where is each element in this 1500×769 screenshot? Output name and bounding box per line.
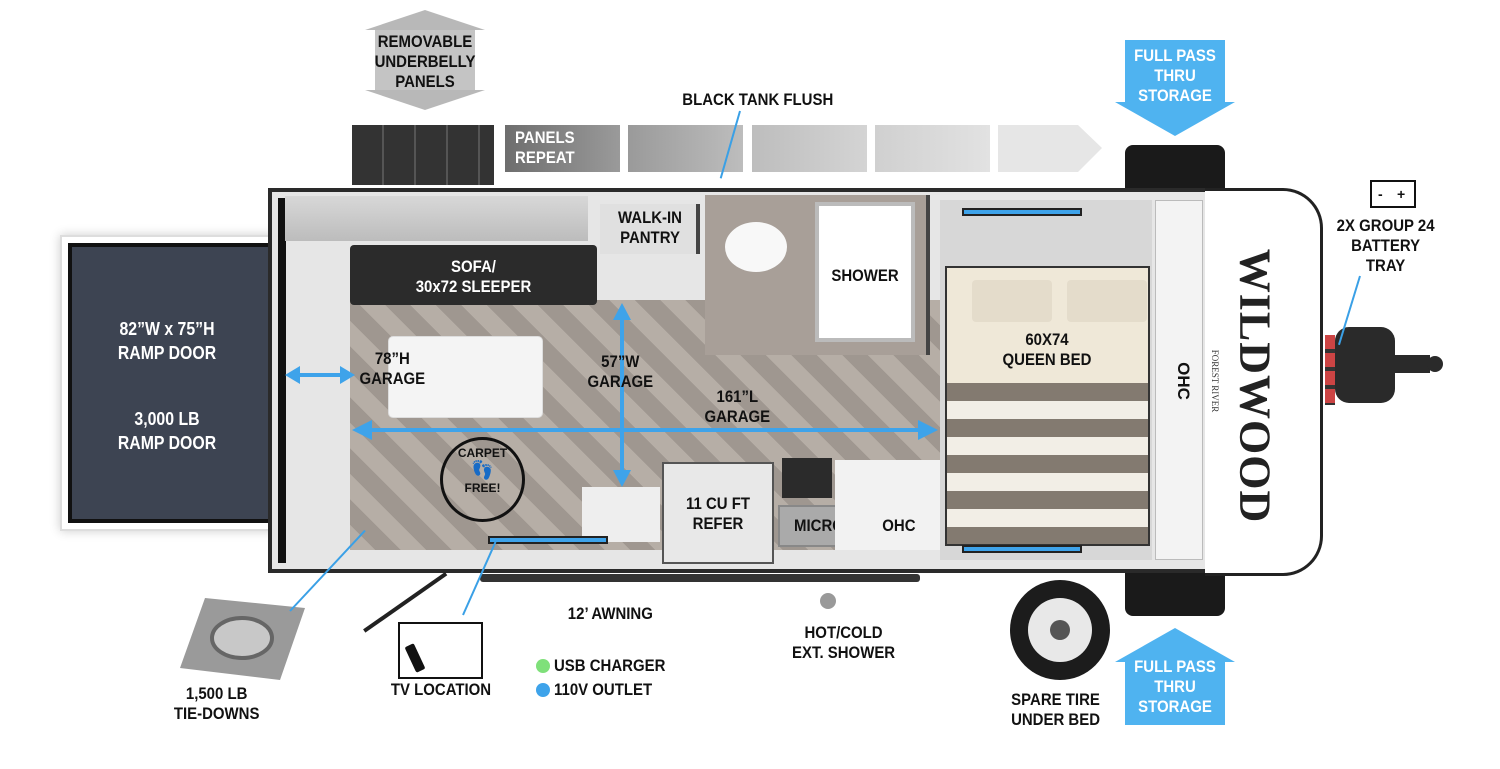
pass-thru-label: FULL PASS bbox=[1134, 46, 1216, 65]
underbelly-label: UNDERBELLY bbox=[374, 52, 476, 71]
pantry-label: WALK-IN bbox=[618, 208, 682, 227]
garage-width-label: 57”W bbox=[601, 352, 640, 371]
down-arrow-icon bbox=[1115, 40, 1235, 136]
panel-segment bbox=[875, 125, 990, 172]
svg-text:+: + bbox=[1397, 186, 1405, 202]
pass-thru-label: THRU bbox=[1154, 677, 1196, 696]
battery-tray bbox=[1325, 335, 1335, 405]
counter bbox=[835, 460, 945, 550]
ext-shower-label: HOT/COLD bbox=[804, 623, 883, 642]
storage-box-top bbox=[1125, 145, 1225, 193]
forest-river-logo: FOREST RIVER bbox=[1210, 349, 1220, 413]
free-text: FREE! bbox=[464, 481, 501, 495]
pass-thru-label: THRU bbox=[1154, 66, 1196, 85]
ramp-door-size-label: 82”W x 75”H bbox=[119, 319, 215, 339]
tv-icon bbox=[398, 622, 483, 679]
pass-thru-label: STORAGE bbox=[1138, 86, 1212, 105]
rear-wall bbox=[278, 198, 286, 563]
battery-label: 2X GROUP 24 bbox=[1336, 216, 1435, 235]
garage-height-label: GARAGE bbox=[359, 369, 426, 388]
tv-label: TV LOCATION bbox=[390, 680, 492, 699]
ramp-door-weight-label: RAMP DOOR bbox=[117, 433, 217, 453]
panel-arrow-icon bbox=[998, 125, 1102, 172]
garage-length-label: GARAGE bbox=[704, 407, 771, 426]
battery-label: BATTERY bbox=[1351, 236, 1421, 255]
legend-label: 110V OUTLET bbox=[554, 680, 653, 699]
legend: USB CHARGER 110V OUTLET bbox=[536, 654, 681, 702]
legend-item-outlet: 110V OUTLET bbox=[536, 678, 681, 702]
sofa-label: 30x72 SLEEPER bbox=[415, 277, 532, 296]
refer-label: REFER bbox=[692, 514, 744, 533]
svg-text:-: - bbox=[1378, 186, 1383, 202]
ramp-door-size-label: RAMP DOOR bbox=[117, 343, 217, 363]
stove bbox=[782, 458, 832, 498]
window bbox=[962, 545, 1082, 553]
shower: SHOWER bbox=[815, 202, 915, 342]
shower-label: SHOWER bbox=[831, 266, 899, 285]
legend-item-usb: USB CHARGER bbox=[536, 654, 681, 678]
awning-label: 12’ AWNING bbox=[567, 604, 653, 623]
window bbox=[488, 536, 608, 544]
shoe-rack bbox=[582, 487, 660, 542]
awning bbox=[480, 574, 920, 582]
carpet-free-badge: CARPET 👣 FREE! bbox=[440, 437, 525, 522]
hitch-jack-icon bbox=[1335, 327, 1443, 403]
usb-dot-icon bbox=[536, 659, 550, 673]
tie-downs-label: TIE-DOWNS bbox=[173, 704, 260, 723]
double-arrow-icon bbox=[365, 10, 485, 110]
micro-label: MICRO bbox=[794, 516, 844, 535]
pass-thru-label: STORAGE bbox=[1138, 697, 1212, 716]
black-tank-label: BLACK TANK FLUSH bbox=[682, 90, 834, 109]
spare-tire-icon bbox=[1010, 580, 1110, 680]
ramp-door-weight-label: 3,000 LB bbox=[134, 409, 200, 429]
spare-tire-label: SPARE TIRE bbox=[1011, 690, 1100, 709]
rear-shelf bbox=[285, 196, 588, 241]
garage-length-label: 161”L bbox=[716, 387, 759, 406]
underbelly-panel bbox=[352, 125, 494, 185]
pantry-label: PANTRY bbox=[620, 228, 680, 247]
panel-segment bbox=[752, 125, 867, 172]
dimension-arrows bbox=[285, 303, 938, 487]
carpet-text: CARPET bbox=[457, 446, 508, 460]
panels-repeat-label: PANELS bbox=[515, 128, 575, 147]
underbelly-label: REMOVABLE bbox=[377, 32, 473, 51]
front-ohc: OHC bbox=[1155, 200, 1203, 560]
pass-thru-label: FULL PASS bbox=[1134, 657, 1216, 676]
table bbox=[388, 336, 543, 418]
footprints-icon: 👣 bbox=[471, 460, 494, 480]
ohc-kitchen-label: OHC bbox=[882, 516, 916, 535]
tie-downs-label: 1,500 LB bbox=[185, 684, 248, 703]
battery-label: TRAY bbox=[1365, 256, 1406, 275]
garage-width-label: GARAGE bbox=[587, 372, 654, 391]
storage-box-bottom bbox=[1125, 568, 1225, 616]
outlet-dot-icon bbox=[536, 683, 550, 697]
underbelly-label: PANELS bbox=[395, 72, 455, 91]
garage-height-label: 78”H bbox=[374, 349, 410, 368]
ohc-front-label: OHC bbox=[1173, 362, 1193, 400]
bed-label: QUEEN BED bbox=[1002, 350, 1092, 369]
front-cap: WILDWOOD FOREST RIVER bbox=[1205, 188, 1323, 576]
up-arrow-icon bbox=[1115, 628, 1235, 725]
panel-segment bbox=[628, 125, 743, 172]
ext-shower-fixture bbox=[820, 593, 836, 609]
battery-icon: -+ bbox=[1370, 180, 1416, 208]
wildwood-logo: WILDWOOD bbox=[1230, 248, 1280, 524]
spare-tire-label: UNDER BED bbox=[1011, 710, 1100, 729]
ramp-door: 82”W x 75”H RAMP DOOR 3,000 LB RAMP DOOR bbox=[60, 235, 275, 531]
toilet bbox=[725, 222, 787, 272]
bed-label: 60X74 bbox=[1025, 330, 1069, 349]
refer-label: 11 CU FT bbox=[685, 494, 751, 513]
window bbox=[962, 208, 1082, 216]
panels-repeat-label: REPEAT bbox=[515, 148, 575, 167]
tie-down-icon bbox=[180, 598, 305, 680]
sofa: SOFA/30x72 SLEEPER bbox=[350, 245, 597, 305]
legend-label: USB CHARGER bbox=[554, 656, 666, 675]
sofa-label: SOFA/ bbox=[451, 257, 496, 276]
ext-shower-label: EXT. SHOWER bbox=[792, 643, 896, 662]
